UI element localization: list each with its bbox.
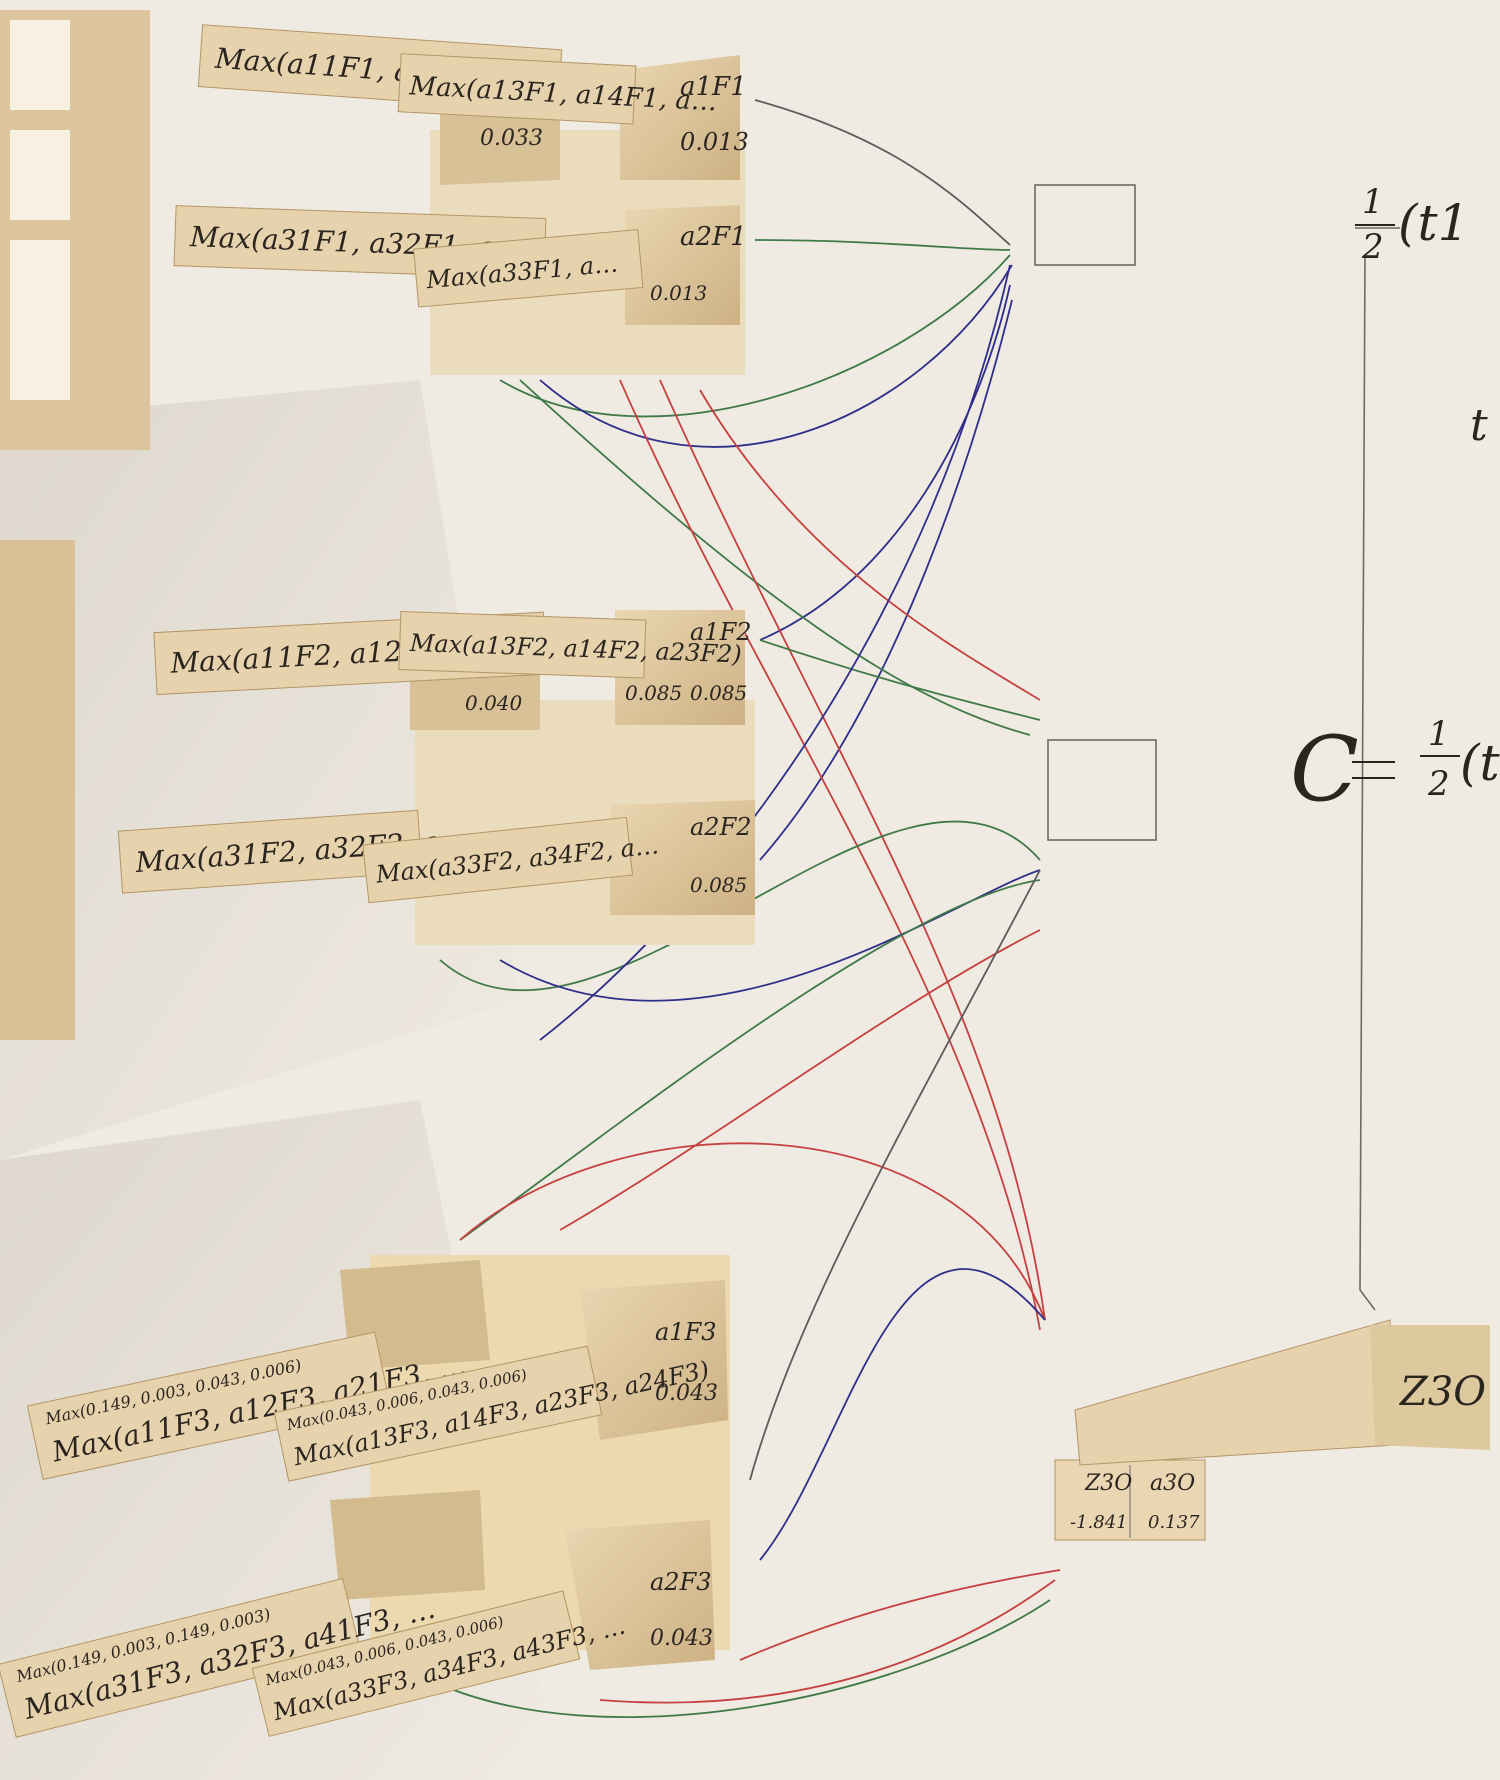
wooden-block — [0, 540, 75, 1040]
long-stick: Max(a33F1, a… — [413, 229, 644, 308]
formula-fraction-top: 1 — [1362, 182, 1384, 222]
cube: a1F1 0.013 — [620, 55, 749, 180]
formula-fragment-1: (t1 — [1398, 194, 1469, 252]
wire — [754, 239, 1011, 251]
cube: a2F2 0.085 — [610, 800, 755, 915]
cube-value: 0.013 — [680, 128, 749, 156]
cube-value: 0.013 — [650, 281, 707, 305]
paper-label — [10, 240, 70, 330]
formula-fragment-2: t — [1470, 400, 1488, 451]
wire — [459, 1142, 1046, 1321]
cube-value: 0.043 — [650, 1626, 713, 1651]
formula-bracket — [1359, 254, 1376, 1311]
cube-value: 0.085 — [625, 681, 682, 705]
output-node: Z3O -1.841 a3O 0.137 Z3O — [1054, 1319, 1490, 1541]
wire — [459, 879, 1041, 1241]
cube: 0.033 — [440, 100, 560, 185]
wire — [539, 264, 1011, 1041]
output-a-value: 0.137 — [1148, 1512, 1200, 1533]
cube-value: 0.040 — [465, 691, 523, 715]
left-edge-stacks — [0, 10, 150, 1040]
cube-top-label: a1F3 — [655, 1318, 717, 1346]
formula-fraction-bottom: 2 — [1361, 227, 1384, 267]
wire — [599, 1579, 1056, 1704]
formula: 1 2 (t1 t C 1 2 (t — [1290, 182, 1500, 822]
cube-value: 0.085 — [690, 873, 747, 897]
formula-fraction-top: 1 — [1428, 714, 1450, 754]
cube-top-label: a1F1 — [680, 72, 747, 102]
cube-value: 0.033 — [480, 126, 543, 151]
wire — [499, 254, 1011, 418]
output-z-label: Z3O — [1084, 1471, 1132, 1496]
wire — [739, 1569, 1061, 1661]
empty-box-middle — [1047, 739, 1157, 841]
wire — [759, 639, 1041, 721]
cube-value: 0.085 — [690, 681, 747, 705]
cube: a2F3 0.043 — [565, 1520, 715, 1670]
cube — [330, 1490, 485, 1600]
wire — [759, 299, 1013, 861]
wire — [759, 1268, 1046, 1561]
long-stick: Max(a33F2, a34F2, a… — [362, 816, 660, 904]
cube-top-label: a2F2 — [690, 813, 752, 841]
block-group-f1: a1F1 0.013 0.033 a2F1 0.013 Max(a11F1, a… — [173, 24, 749, 375]
wire — [559, 929, 1041, 1231]
empty-box-top — [1034, 184, 1136, 266]
wire — [429, 1599, 1051, 1718]
formula-lhs: C — [1290, 717, 1359, 822]
paper-label — [10, 130, 70, 220]
formula-fragment-3: (t — [1460, 734, 1500, 792]
wire — [754, 99, 1011, 246]
output-stick-end — [1370, 1325, 1490, 1450]
cube: a1F3 0.043 — [580, 1280, 728, 1440]
cube: 0.040 — [410, 670, 540, 730]
output-z-value: -1.841 — [1070, 1512, 1128, 1533]
cube-top-label: a2F1 — [680, 222, 747, 252]
wire — [539, 264, 1013, 448]
cast-shadow — [0, 380, 520, 1160]
wire — [659, 379, 1046, 1321]
block-group-f2: a1F2 0.085 0.085 0.040 a2F2 0.085 Max(a1… — [117, 610, 755, 945]
cube — [340, 1260, 490, 1370]
output-a-label: a3O — [1150, 1471, 1195, 1496]
wire — [699, 389, 1041, 701]
output-stick-label: Z3O — [1398, 1369, 1486, 1415]
wire — [499, 869, 1041, 1002]
cube: a1F2 0.085 0.085 — [615, 610, 752, 725]
paper-label — [10, 20, 70, 110]
wire — [619, 379, 1041, 1331]
cube-top-label: a2F3 — [650, 1568, 712, 1596]
cube-value: 0.043 — [655, 1381, 718, 1406]
paper-label — [10, 330, 70, 400]
cube: a2F1 0.013 — [625, 205, 747, 325]
wire — [519, 379, 1031, 736]
formula-fraction-bottom: 2 — [1427, 764, 1450, 804]
cube-top-label: a1F2 — [690, 618, 752, 646]
wire — [749, 869, 1041, 1481]
wire — [759, 284, 1011, 641]
